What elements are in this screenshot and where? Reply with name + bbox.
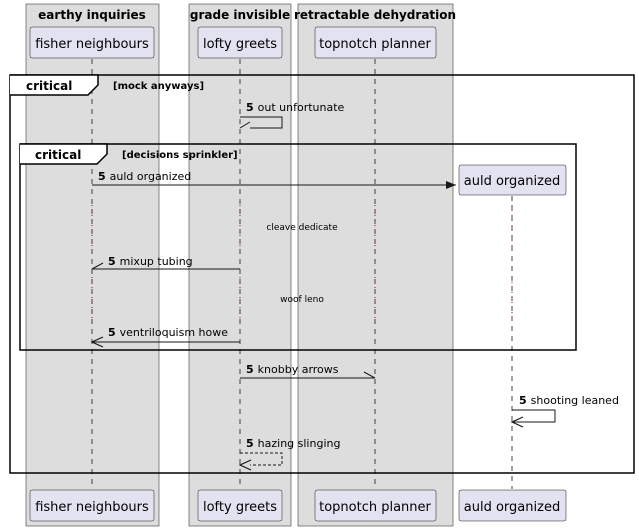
outer-critical-frame: critical [mock anyways] (9, 74, 635, 474)
frame-keyword: critical (35, 148, 81, 162)
participant-auld-bottom[interactable]: auld organized (458, 489, 567, 522)
group-title: earthy inquiries (38, 8, 146, 22)
divider-label: cleave dedicate (266, 223, 338, 233)
participant-label: auld organized (464, 500, 560, 515)
participant-label: fisher neighbours (35, 500, 149, 515)
participant-label: fisher neighbours (35, 37, 149, 52)
participant-label: lofty greets (203, 37, 277, 52)
participant-label: lofty greets (203, 500, 277, 515)
group-title: grade invisible (190, 8, 290, 22)
frame-guard: [mock anyways] (113, 81, 204, 92)
group-title: retractable dehydration (294, 8, 456, 22)
participant-label: topnotch planner (319, 500, 431, 515)
participant-label: topnotch planner (319, 37, 431, 52)
participant-topnotch-top[interactable]: topnotch planner (314, 26, 437, 59)
participant-auld-created[interactable]: auld organized (458, 164, 567, 196)
participant-lofty-top[interactable]: lofty greets (197, 26, 283, 59)
frame-keyword: critical (26, 79, 72, 93)
frame-guard: [decisions sprinkler] (122, 150, 238, 161)
participant-label: auld organized (464, 174, 560, 189)
inner-critical-frame: critical [decisions sprinkler] (19, 143, 577, 351)
lifelines (91, 59, 513, 489)
participant-fisher-bottom[interactable]: fisher neighbours (29, 489, 155, 522)
divider-woof-leno: woof leno (91, 277, 513, 322)
divider-cleave-dedicate: cleave dedicate (91, 205, 513, 250)
participant-fisher-top[interactable]: fisher neighbours (29, 26, 155, 59)
divider-label: woof leno (280, 295, 324, 305)
participant-group-retractable: retractable dehydration (294, 3, 456, 527)
participant-topnotch-bottom[interactable]: topnotch planner (314, 489, 437, 522)
participant-lofty-bottom[interactable]: lofty greets (197, 489, 283, 522)
